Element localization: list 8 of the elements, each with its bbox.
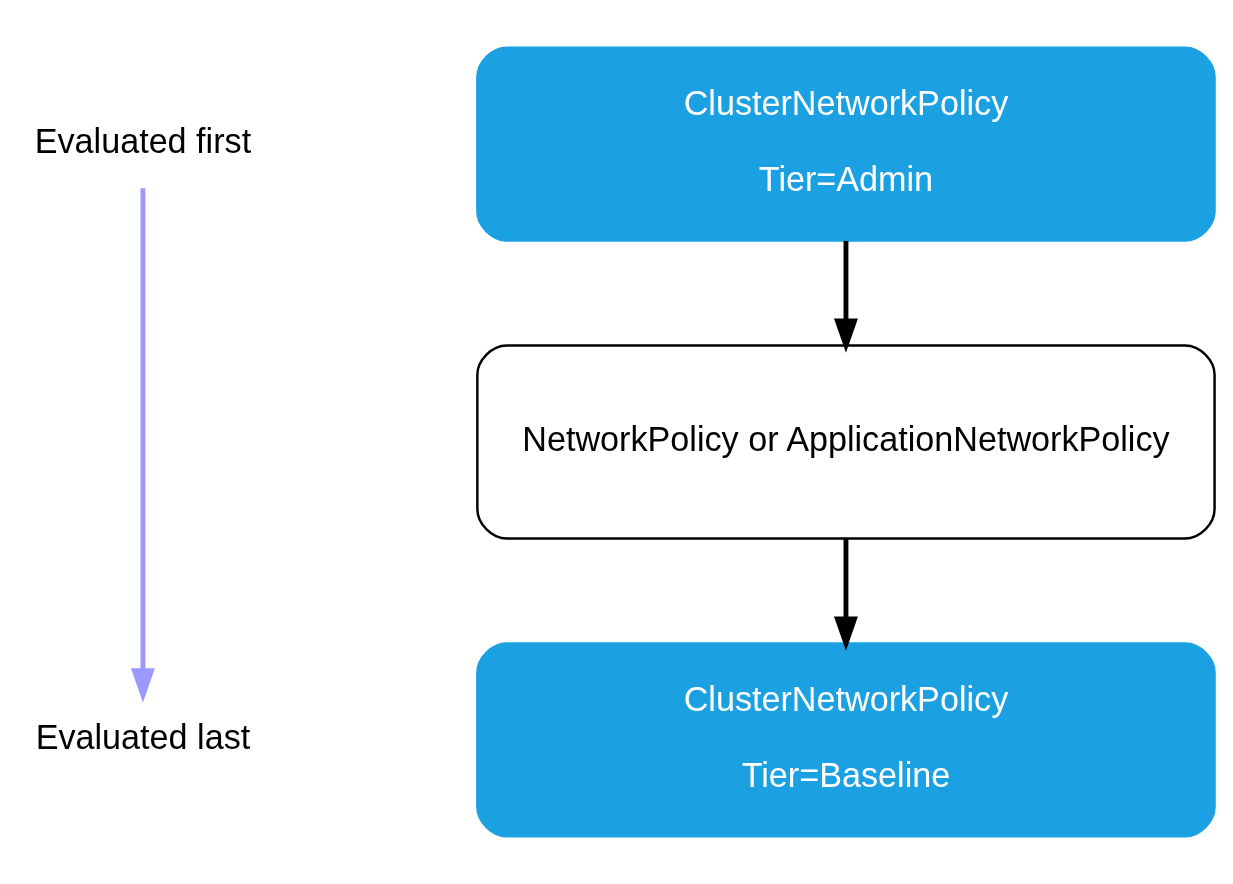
arrow bbox=[130, 188, 155, 703]
arrow bbox=[834, 538, 858, 651]
arrow bbox=[834, 240, 858, 353]
node-box: ClusterNetworkPolicy Tier=Admin bbox=[476, 46, 1216, 242]
node-box: NetworkPolicy or ApplicationNetworkPolicy bbox=[476, 344, 1216, 540]
node-box: ClusterNetworkPolicy Tier=Baseline bbox=[476, 642, 1216, 838]
node-text: Evaluated last bbox=[35, 717, 251, 756]
node-text: Evaluated first bbox=[34, 122, 252, 161]
